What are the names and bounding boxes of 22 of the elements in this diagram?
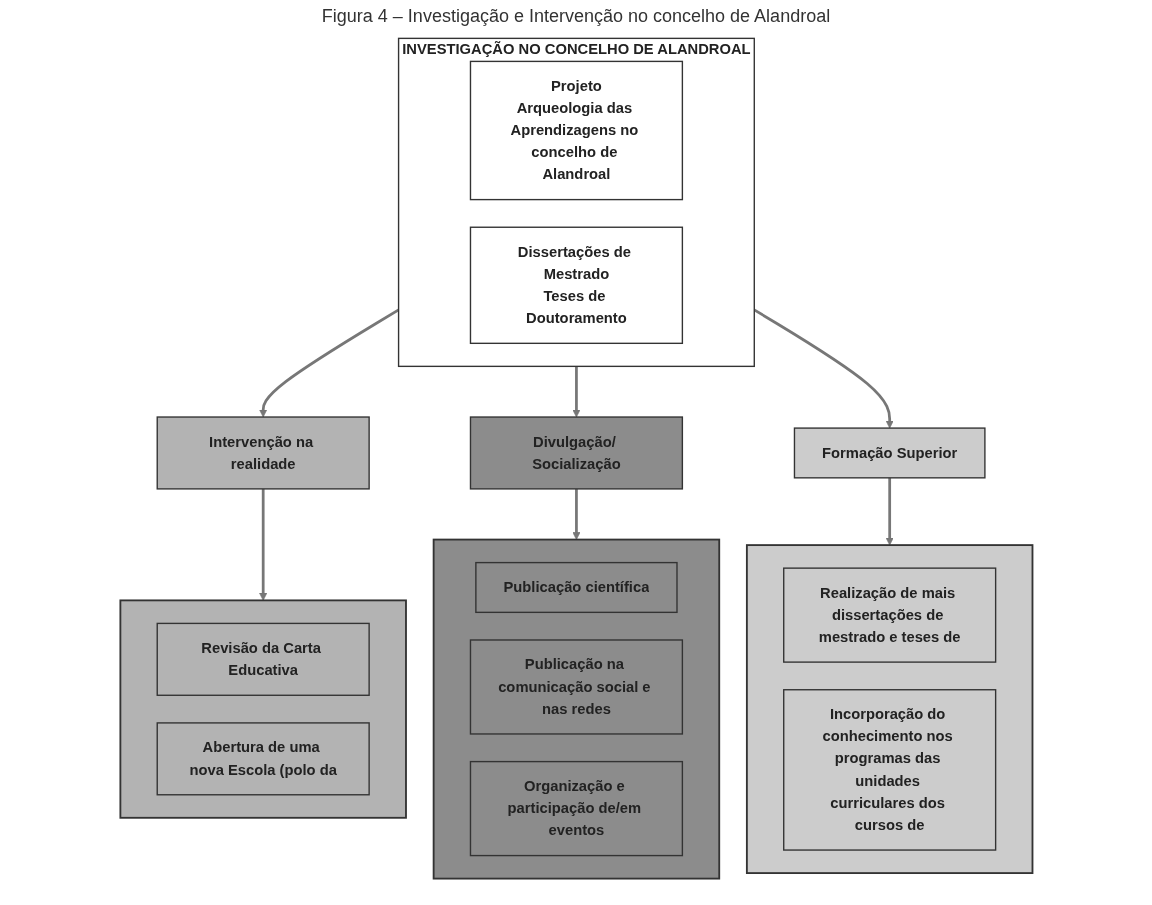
arrow (571, 366, 581, 418)
arrow (258, 488, 267, 601)
node-box: Realização de mais dissertações de mestrado e teses de (782, 567, 996, 663)
cluster (745, 544, 1033, 874)
arrow (885, 477, 894, 546)
node-box: Revisão da Carta Educativa (156, 622, 370, 696)
node-box: Organização e participação de/em eventos (469, 760, 683, 857)
arrow (258, 308, 399, 418)
cluster (119, 599, 407, 819)
arrow (571, 488, 581, 540)
cluster (432, 538, 720, 880)
node-box: Incorporação do conhecimento nos programas das unidades curriculares dos cursos de (782, 689, 996, 851)
node-box: Publicação científica (474, 561, 678, 614)
node-box: Publicação na comunicação social e nas redes (469, 639, 683, 735)
figure-title: Figura 4 – Investigação e Intervenção no concelho de Alandroal (320, 6, 832, 27)
arrow (753, 308, 894, 429)
node-box: Intervenção na realidade (156, 416, 370, 490)
node-box: Projeto Arqueologia das Aprendizagens no concelho de Alandroal (469, 60, 683, 201)
node-box: Dissertações de Mestrado Teses de Doutoramento (469, 226, 683, 344)
node-box: Abertura de uma nova Escola (polo da (156, 722, 370, 796)
node-box: Formação Superior (793, 427, 986, 479)
node-box: Divulgação/ Socialização (469, 416, 683, 490)
